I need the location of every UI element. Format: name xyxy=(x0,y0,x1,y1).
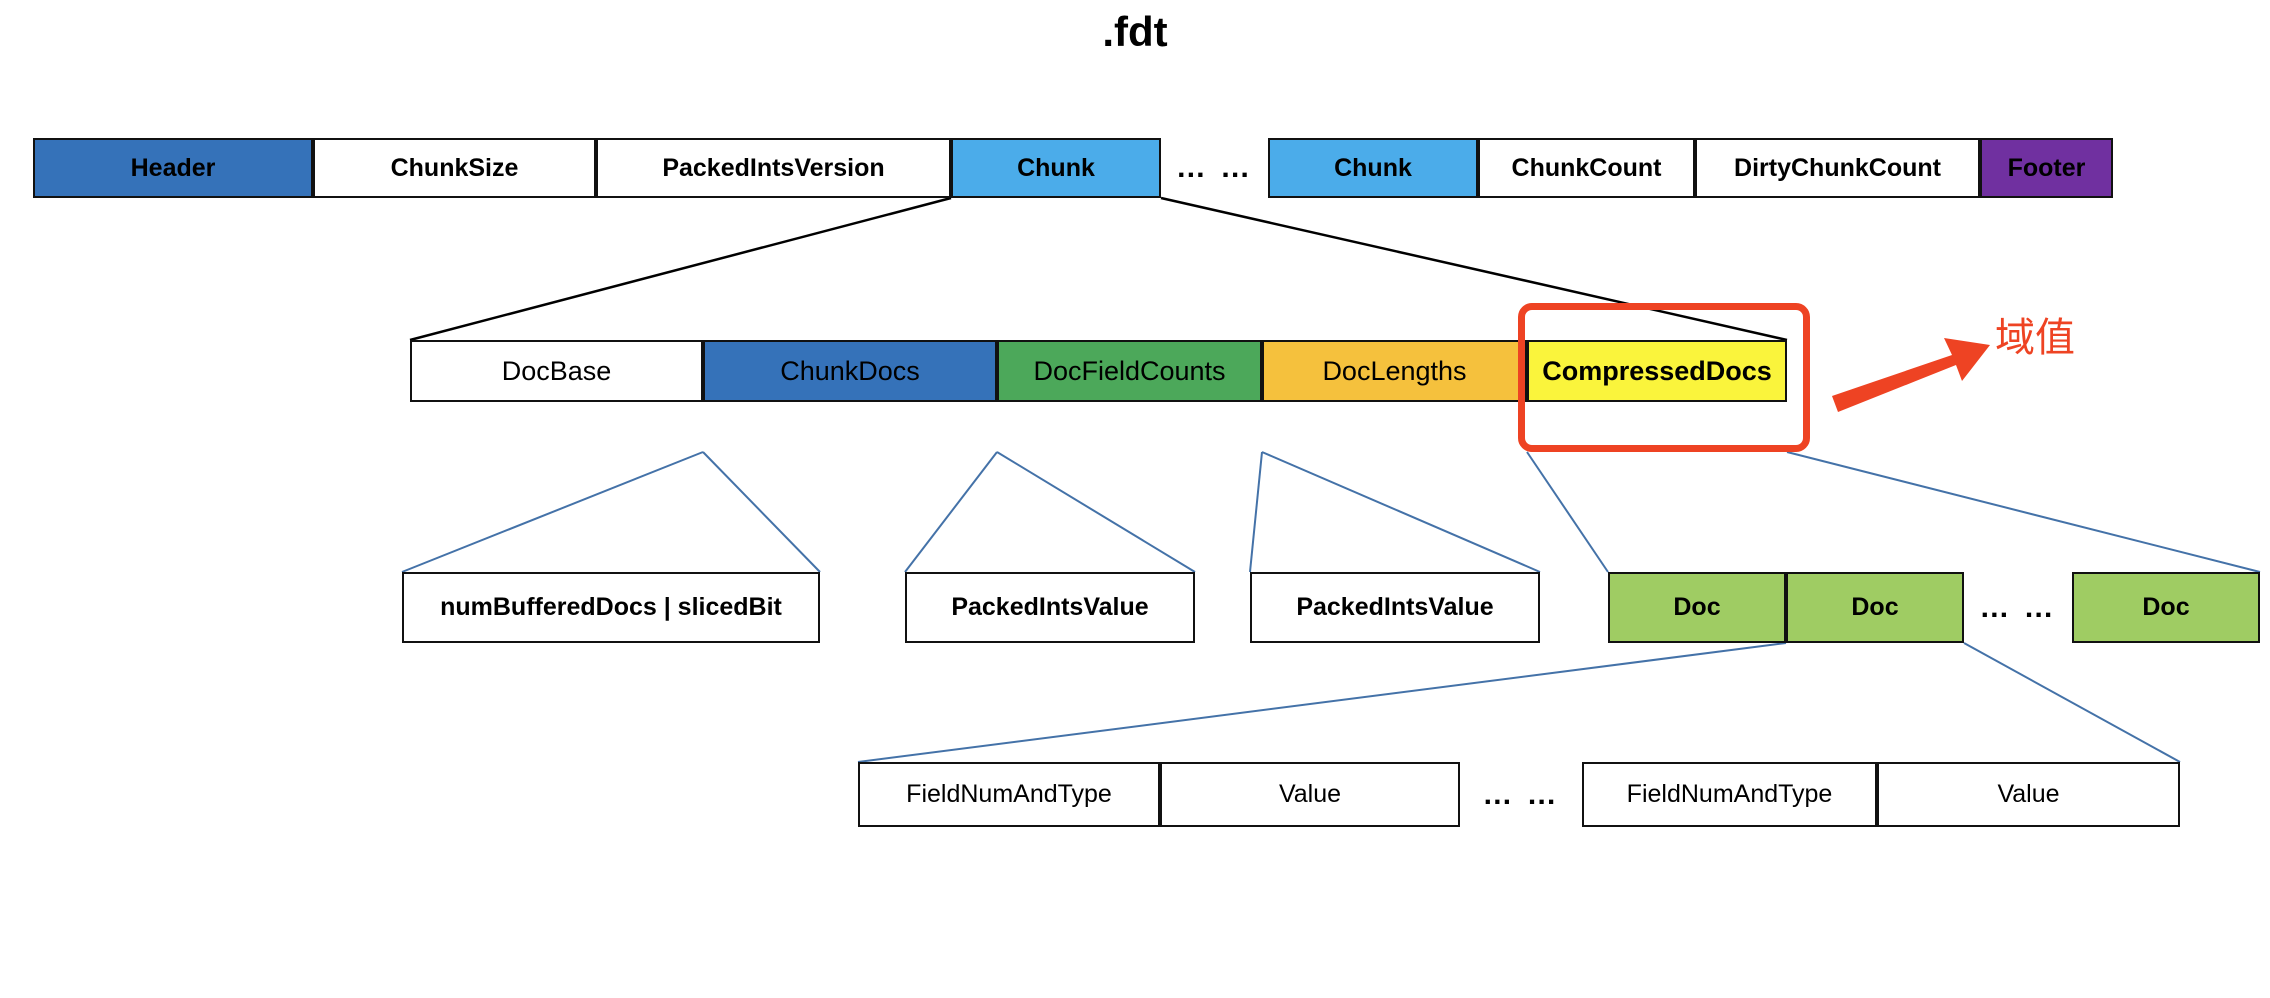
segment-value-1[interactable]: Value xyxy=(1160,762,1460,827)
segment-chunk-first[interactable]: Chunk xyxy=(951,138,1161,198)
leaf-packedintsvalue-2[interactable]: PackedIntsValue xyxy=(1250,572,1540,643)
segment-chunkdocs[interactable]: ChunkDocs xyxy=(703,340,997,402)
segment-footer[interactable]: Footer xyxy=(1980,138,2113,198)
row4-ellipsis: … … xyxy=(1482,777,1560,811)
connector-doc-to-fields xyxy=(857,642,2181,763)
segment-header[interactable]: Header xyxy=(33,138,313,198)
segment-doclengths[interactable]: DocLengths xyxy=(1262,340,1527,402)
leaf-numbuffereddocs-slicedbit[interactable]: numBufferedDocs | slicedBit xyxy=(402,572,820,643)
page-title: .fdt xyxy=(1102,8,1168,55)
segment-value-2[interactable]: Value xyxy=(1877,762,2180,827)
segment-docfieldcounts[interactable]: DocFieldCounts xyxy=(997,340,1262,402)
segment-fieldnumandtype-2[interactable]: FieldNumAndType xyxy=(1582,762,1877,827)
leaf-packedintsvalue-1[interactable]: PackedIntsValue xyxy=(905,572,1195,643)
segment-docbase[interactable]: DocBase xyxy=(410,340,703,402)
segment-chunk-last[interactable]: Chunk xyxy=(1268,138,1478,198)
annotation-arrow-icon xyxy=(1832,338,1990,412)
row3-ellipsis: … … xyxy=(1979,590,2057,624)
doc-box-last[interactable]: Doc xyxy=(2072,572,2260,643)
connector-chunklayout-to-details xyxy=(401,451,2261,573)
doc-box-second[interactable]: Doc xyxy=(1786,572,1964,643)
doc-box-first[interactable]: Doc xyxy=(1608,572,1786,643)
segment-fieldnumandtype-1[interactable]: FieldNumAndType xyxy=(858,762,1160,827)
segment-packedintsversion[interactable]: PackedIntsVersion xyxy=(596,138,951,198)
segment-dirtychunkcount[interactable]: DirtyChunkCount xyxy=(1695,138,1980,198)
segment-chunkcount[interactable]: ChunkCount xyxy=(1478,138,1695,198)
field-value-annotation-label: 域值 xyxy=(1995,315,2075,361)
segment-chunksize[interactable]: ChunkSize xyxy=(313,138,596,198)
row1-ellipsis: … … xyxy=(1175,151,1254,184)
segment-compresseddocs[interactable]: CompressedDocs xyxy=(1527,340,1787,402)
compresseddocs-highlight xyxy=(1518,303,1810,452)
